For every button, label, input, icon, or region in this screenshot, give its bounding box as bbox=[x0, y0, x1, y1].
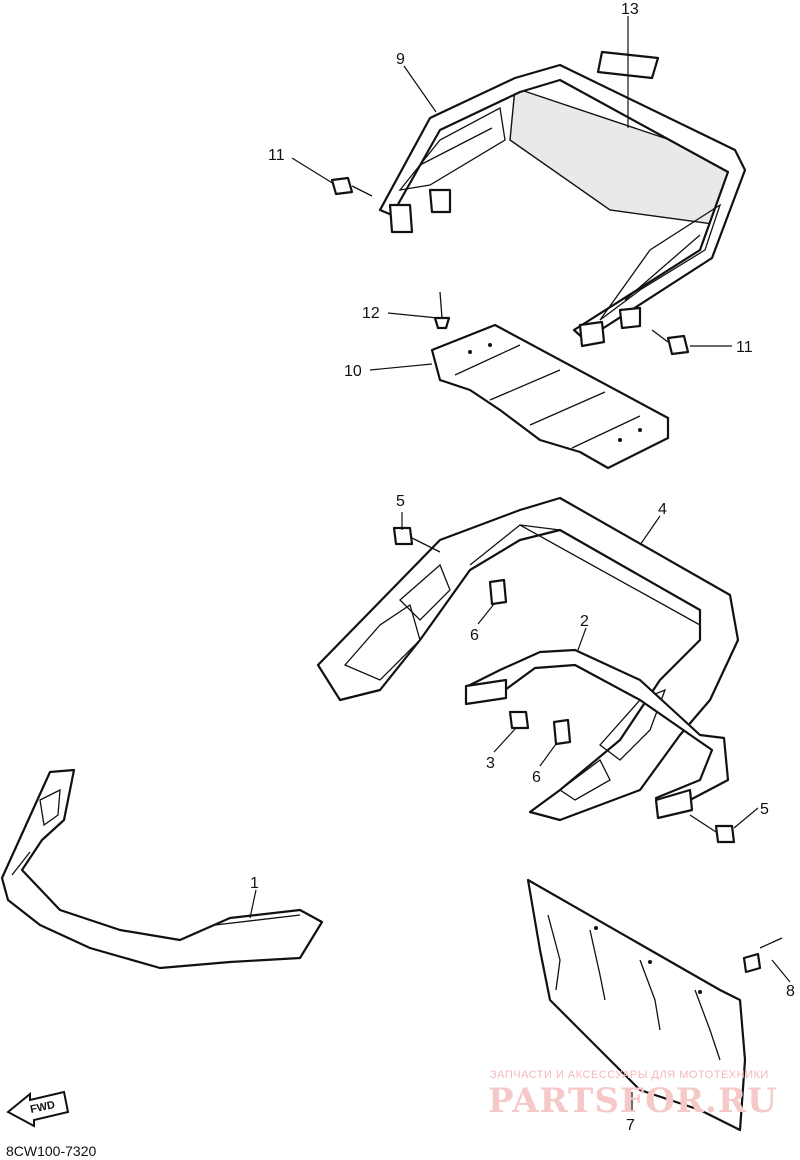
part-6-clip-upper bbox=[488, 578, 508, 606]
part-5-bolt-upper bbox=[392, 526, 441, 553]
callout-10: 10 bbox=[344, 363, 362, 380]
part-6-clip-lower bbox=[552, 718, 572, 746]
part-12-rivet bbox=[433, 291, 451, 330]
callout-13: 13 bbox=[621, 1, 639, 18]
callout-8: 8 bbox=[786, 983, 795, 1000]
part-9-rear-rack bbox=[378, 63, 747, 348]
callout-1: 1 bbox=[250, 875, 259, 892]
callout-5-lower: 5 bbox=[760, 801, 769, 818]
fwd-arrow: FWD bbox=[6, 1090, 70, 1128]
drawing-code: 8CW100-7320 bbox=[6, 1143, 96, 1159]
fwd-label: FWD bbox=[29, 1099, 56, 1116]
callout-11-right: 11 bbox=[736, 339, 753, 356]
watermark-tagline: ЗАПЧАСТИ И АКСЕССУАРЫ ДЛЯ МОТОТЕХНИКИ bbox=[490, 1069, 769, 1081]
callout-6-upper: 6 bbox=[470, 627, 479, 644]
callout-3: 3 bbox=[486, 755, 495, 772]
leader-lines bbox=[249, 16, 791, 1112]
watermark-brand: PARTSFOR.RU bbox=[488, 1081, 778, 1121]
part-8-rivet bbox=[742, 937, 783, 974]
part-2-sub-frame bbox=[464, 648, 730, 820]
callout-4: 4 bbox=[658, 501, 667, 518]
callout-5-upper: 5 bbox=[396, 493, 405, 510]
callout-7: 7 bbox=[626, 1117, 635, 1134]
part-10-rack-plate bbox=[430, 323, 670, 470]
callout-12: 12 bbox=[362, 305, 380, 322]
part-3-bolt bbox=[508, 710, 530, 730]
callouts: 13 9 11 11 12 10 5 4 6 2 3 6 5 1 8 7 bbox=[250, 1, 795, 1134]
callout-6-lower: 6 bbox=[532, 769, 541, 786]
part-5-bolt-lower bbox=[689, 814, 736, 844]
callout-2: 2 bbox=[580, 613, 589, 630]
part-4-rear-carrier bbox=[316, 496, 740, 822]
callout-11-left: 11 bbox=[268, 147, 285, 164]
part-1-bumper bbox=[0, 768, 324, 970]
part-11-bolt-left bbox=[330, 176, 373, 197]
part-7-mud-flap bbox=[526, 878, 747, 1132]
part-11-bolt-right bbox=[651, 329, 690, 356]
fwd-arrow-icon bbox=[6, 1090, 70, 1128]
callout-9: 9 bbox=[396, 51, 405, 68]
watermark: ЗАПЧАСТИ И АКСЕССУАРЫ ДЛЯ МОТОТЕХНИКИ PA… bbox=[488, 1069, 778, 1121]
